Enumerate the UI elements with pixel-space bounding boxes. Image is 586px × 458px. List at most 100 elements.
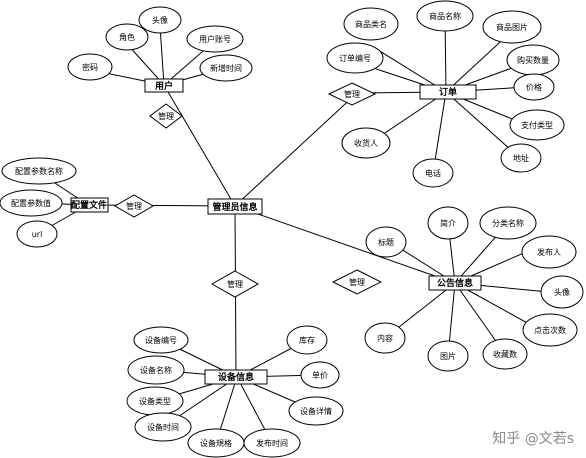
device-attr-pubtime[interactable] <box>243 428 301 458</box>
device-attr-spec-label: 设备規格 <box>200 438 232 448</box>
notice-attr-favorites-label: 收藏数 <box>493 349 517 359</box>
order-attr-number-label: 订单编号 <box>339 53 371 63</box>
order-attr-paytype-label: 支付类型 <box>521 120 553 130</box>
order-attr-category[interactable] <box>343 7 399 41</box>
config-attr-paramvalue[interactable] <box>0 189 63 217</box>
order-attr-phone-label: 电话 <box>425 168 441 178</box>
watermark: 知乎 @文若s <box>492 431 574 447</box>
entity-order-group: 订单 商品类名 商品名称 商品图片 订单编号 购买数量 价格 支付类型 收货人 … <box>326 0 565 188</box>
relationship-diamonds: 管理 管理 管理 管理 管理 <box>114 82 383 298</box>
entity-config-label: 配置文件 <box>71 199 107 211</box>
user-attr-account-label: 用户账号 <box>199 34 231 44</box>
device-attr-name-label: 设备名称 <box>140 365 172 375</box>
notice-attr-favorites[interactable] <box>482 338 528 370</box>
device-attr-pubtime-label: 发布时间 <box>256 438 288 448</box>
entity-user[interactable] <box>144 78 184 93</box>
notice-attr-title[interactable] <box>365 226 407 258</box>
connector-lines <box>36 15 550 444</box>
notice-attr-title-label: 标题 <box>378 237 394 247</box>
user-attr-addtime[interactable] <box>199 54 253 82</box>
user-attr-avatar[interactable] <box>138 6 182 34</box>
entity-order[interactable] <box>419 84 477 100</box>
entity-order-label: 订单 <box>439 86 457 98</box>
notice-attr-content-label: 内容 <box>377 333 393 343</box>
user-attr-addtime-label: 新增时间 <box>210 63 242 73</box>
notice-attr-avatar[interactable] <box>540 275 584 309</box>
user-attr-password-label: 密码 <box>82 62 98 72</box>
entity-admin-group: 管理员信息 <box>207 198 263 215</box>
order-attr-price[interactable] <box>513 73 555 101</box>
relation-user-admin[interactable] <box>149 103 183 129</box>
order-attr-name[interactable] <box>416 0 474 32</box>
entity-config-group: 配置文件 配置参数名称 配置参数值 url <box>0 157 109 248</box>
notice-attr-category[interactable] <box>479 206 537 240</box>
notice-attr-image-label: 图片 <box>440 351 456 361</box>
user-attr-role[interactable] <box>105 23 149 51</box>
config-attr-paramname-label: 配置参数名称 <box>15 166 63 176</box>
device-attr-price-label: 单价 <box>312 370 328 380</box>
device-attr-time-label: 设备时间 <box>147 422 179 432</box>
relation-notice-admin[interactable] <box>331 269 383 295</box>
relation-order-admin[interactable] <box>327 82 377 106</box>
notice-attr-category-label: 分类名称 <box>492 218 524 228</box>
notice-attr-clicks-label: 点击次数 <box>534 325 566 335</box>
user-attr-account[interactable] <box>186 25 244 53</box>
relation-config-admin[interactable] <box>114 194 154 218</box>
relation-device-admin[interactable] <box>210 270 260 298</box>
order-attr-image[interactable] <box>482 10 542 44</box>
order-attr-name-label: 商品名称 <box>429 11 461 21</box>
notice-attr-image[interactable] <box>427 340 469 372</box>
device-attr-detail-label: 设备详情 <box>300 406 332 416</box>
device-attr-number[interactable] <box>133 326 189 354</box>
order-attr-receiver-label: 收货人 <box>354 138 378 148</box>
device-attr-stock-label: 库存 <box>299 335 315 345</box>
config-attr-paramvalue-label: 配置参数值 <box>11 198 51 208</box>
notice-attr-publisher[interactable] <box>521 235 577 269</box>
entity-device[interactable] <box>204 369 268 385</box>
order-attr-image-label: 商品图片 <box>496 22 528 32</box>
order-attr-phone[interactable] <box>412 158 454 188</box>
entity-device-group: 设备信息 设备编号 库存 设备名称 单价 设备类型 设备详情 设备时间 设备規格… <box>126 325 344 458</box>
order-attr-address[interactable] <box>500 143 542 173</box>
user-attr-avatar-label: 头像 <box>152 15 168 25</box>
relation-order-admin-label: 管理 <box>344 89 360 99</box>
entity-admin[interactable] <box>207 198 263 215</box>
device-attr-time[interactable] <box>134 412 192 442</box>
notice-attr-content[interactable] <box>364 322 406 354</box>
order-attr-address-label: 地址 <box>513 153 529 163</box>
notice-attr-intro-label: 简介 <box>440 218 456 228</box>
user-attr-password[interactable] <box>67 53 113 81</box>
order-attr-number[interactable] <box>326 42 384 74</box>
notice-attr-publisher-label: 发布人 <box>537 247 561 257</box>
config-attr-url[interactable] <box>16 220 58 248</box>
user-attr-role-label: 角色 <box>119 32 135 42</box>
entity-notice-label: 公告信息 <box>437 277 473 289</box>
entity-notice[interactable] <box>428 275 482 291</box>
entity-user-group: 用户 角色 头像 用户账号 密码 新增时间 <box>67 6 253 93</box>
entity-notice-group: 公告信息 简介 分类名称 标题 发布人 头像 点击次数 内容 图片 收藏数 <box>364 206 584 372</box>
order-attr-quantity-label: 购买数量 <box>517 55 549 65</box>
device-attr-number-label: 设备编号 <box>145 335 177 345</box>
device-attr-price[interactable] <box>300 361 340 389</box>
device-attr-type-label: 设备类型 <box>139 396 171 406</box>
device-attr-name[interactable] <box>127 355 185 385</box>
entity-device-label: 设备信息 <box>218 371 254 383</box>
config-attr-paramname[interactable] <box>1 157 77 185</box>
order-attr-paytype[interactable] <box>509 109 565 141</box>
notice-attr-intro[interactable] <box>427 206 469 240</box>
relation-device-admin-label: 管理 <box>227 279 243 289</box>
relation-user-admin-label: 管理 <box>158 111 174 121</box>
order-attr-category-label: 商品类名 <box>355 19 387 29</box>
device-attr-stock[interactable] <box>286 325 328 355</box>
entity-admin-label: 管理员信息 <box>212 201 257 213</box>
order-attr-receiver[interactable] <box>341 127 391 159</box>
entity-user-label: 用户 <box>154 80 173 92</box>
notice-attr-clicks[interactable] <box>522 313 578 347</box>
device-attr-detail[interactable] <box>288 396 344 426</box>
entity-config[interactable] <box>70 197 109 213</box>
relation-notice-admin-label: 管理 <box>349 277 365 287</box>
notice-attr-avatar-label: 头像 <box>554 287 570 297</box>
relation-config-admin-label: 管理 <box>126 201 142 211</box>
config-attr-url-label: url <box>32 230 43 239</box>
